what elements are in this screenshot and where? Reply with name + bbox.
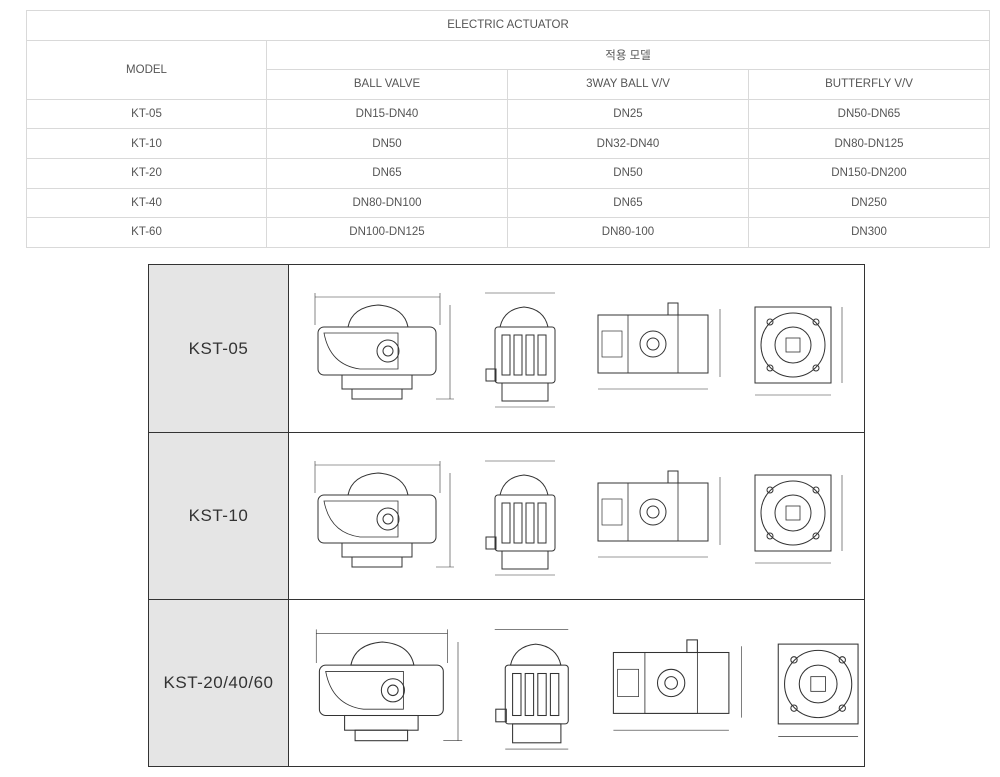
actuator-drawing <box>290 600 864 766</box>
drawing-model-label: KST-10 <box>149 433 289 599</box>
flange-view-drawing <box>754 306 843 396</box>
flange-view-drawing <box>754 474 843 564</box>
model-cell: KT-10 <box>26 128 267 159</box>
3way-ball-cell: DN25 <box>507 98 749 130</box>
drawing-model-label: KST-05 <box>149 265 289 432</box>
3way-ball-cell: DN80-100 <box>507 217 749 248</box>
column-header-ball-valve: BALL VALVE <box>266 69 508 100</box>
side-view-drawing <box>485 460 556 576</box>
front-view-drawing <box>314 293 454 400</box>
3way-ball-cell: DN50 <box>507 157 749 189</box>
actuator-drawing <box>290 433 864 599</box>
model-cell: KT-20 <box>26 157 267 189</box>
top-view-drawing <box>597 470 721 558</box>
top-view-drawing <box>597 302 721 390</box>
ball-valve-cell: DN15-DN40 <box>266 98 508 130</box>
table-row: KT-20 DN65 DN50 DN150-DN200 <box>26 157 990 189</box>
3way-ball-cell: DN65 <box>507 187 749 219</box>
butterfly-cell: DN80-DN125 <box>748 128 990 159</box>
side-view-drawing <box>485 292 556 408</box>
table-row: KT-10 DN50 DN32-DN40 DN80-DN125 <box>26 128 990 159</box>
model-header: MODEL <box>26 39 267 100</box>
column-header-butterfly: BUTTERFLY V/V <box>748 69 990 100</box>
model-cell: KT-60 <box>26 217 267 248</box>
flange-view-drawing <box>777 643 859 737</box>
table-title: ELECTRIC ACTUATOR <box>26 10 990 41</box>
butterfly-cell: DN250 <box>748 187 990 219</box>
model-cell: KT-40 <box>26 187 267 219</box>
side-view-drawing <box>494 629 569 750</box>
table-row: KT-40 DN80-DN100 DN65 DN250 <box>26 187 990 219</box>
column-header-3way-ball: 3WAY BALL V/V <box>507 69 749 100</box>
group-header: 적용 모델 <box>266 39 990 71</box>
butterfly-cell: DN50-DN65 <box>748 98 990 130</box>
front-view-drawing <box>314 461 454 568</box>
top-view-drawing <box>612 639 742 731</box>
actuator-drawing <box>290 265 864 432</box>
dimension-drawing-panel: KST-05 <box>148 264 865 767</box>
butterfly-cell: DN150-DN200 <box>748 157 990 189</box>
drawing-row-kst-20-40-60: KST-20/40/60 <box>149 600 864 766</box>
ball-valve-cell: DN50 <box>266 128 508 159</box>
3way-ball-cell: DN32-DN40 <box>507 128 749 159</box>
table-row: KT-05 DN15-DN40 DN25 DN50-DN65 <box>26 98 990 130</box>
drawing-row-kst-10: KST-10 <box>149 433 864 600</box>
table-row: KT-60 DN100-DN125 DN80-100 DN300 <box>26 217 990 248</box>
ball-valve-cell: DN65 <box>266 157 508 189</box>
drawing-model-label: KST-20/40/60 <box>149 600 289 766</box>
model-cell: KT-05 <box>26 98 267 130</box>
actuator-spec-table: ELECTRIC ACTUATOR MODEL 적용 모델 BALL VALVE… <box>26 10 990 248</box>
ball-valve-cell: DN80-DN100 <box>266 187 508 219</box>
front-view-drawing <box>315 629 463 742</box>
drawing-row-kst-05: KST-05 <box>149 265 864 433</box>
butterfly-cell: DN300 <box>748 217 990 248</box>
ball-valve-cell: DN100-DN125 <box>266 217 508 248</box>
